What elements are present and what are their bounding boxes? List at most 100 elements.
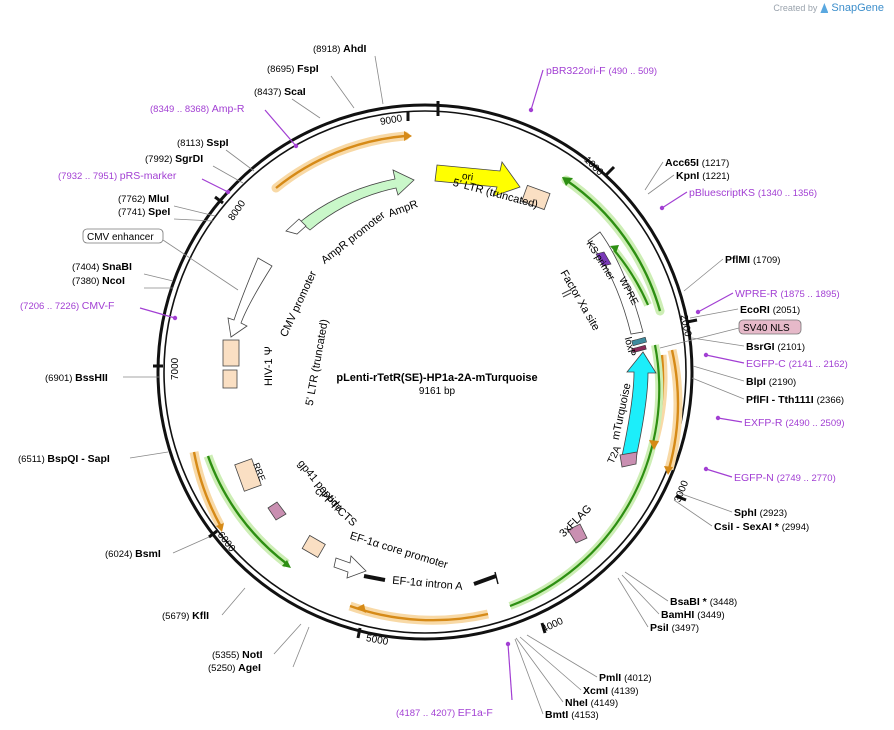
hiv-psi-label: HIV-1 Ψ: [263, 346, 275, 386]
cmv-promoter-label: CMV promoter: [278, 269, 319, 339]
restriction-site-label: (8918) AhdI: [313, 43, 367, 55]
loxp-label: loxP: [622, 336, 638, 358]
primer-range: (4187 .. 4207): [396, 708, 458, 719]
restriction-enzyme-name: PsiI: [650, 622, 672, 634]
site-leader-line: [624, 571, 669, 602]
loxp-site: [631, 336, 647, 347]
restriction-site-position: (6511): [18, 454, 47, 465]
site-leader-line: [330, 75, 355, 109]
tick-mark: [214, 195, 224, 205]
cppt-box: [301, 534, 326, 558]
site-leader-line: [129, 451, 169, 459]
restriction-site-label: (6901) BssHII: [45, 372, 108, 384]
orf-arrowhead: [610, 245, 619, 253]
primer-site-marker: [659, 205, 665, 211]
primer-range: (1875 .. 1895): [781, 289, 840, 300]
primer-label: (8349 .. 8368) Amp-R: [150, 103, 245, 115]
site-leader-line: [691, 337, 745, 347]
tick-label: 3000: [673, 479, 692, 504]
restriction-enzyme-name: KflI: [192, 610, 209, 622]
site-leader-line: [273, 623, 302, 655]
tick-mark: [356, 627, 362, 639]
snapgene-logo-icon: [820, 3, 829, 13]
orf-line: [565, 179, 662, 312]
primer-label: pBluescriptKS (1340 .. 1356): [689, 187, 817, 199]
cmv-enhancer-leader: [162, 239, 239, 291]
primer-site-marker: [703, 352, 709, 358]
restriction-site-label: PflMI (1709): [725, 254, 780, 266]
restriction-enzyme-name: BmtI: [545, 709, 571, 721]
restriction-site-position: (1217): [702, 158, 729, 169]
tick-mark: [686, 318, 698, 324]
restriction-site-position: (3448): [710, 597, 737, 608]
restriction-enzyme-name: SpeI: [148, 206, 170, 218]
restriction-enzyme-name: ScaI: [284, 86, 306, 98]
plasmid-size: 9161 bp: [419, 386, 456, 397]
factor-xa-mark: [561, 289, 571, 295]
primer-label: (7932 .. 7951) pRS-marker: [58, 170, 177, 182]
restriction-site-position: (6901): [45, 373, 75, 384]
primer-leader-line: [530, 69, 544, 111]
restriction-site-label: PmlI (4012): [599, 672, 652, 684]
orf-arrowhead: [282, 560, 291, 568]
orf-line: [192, 451, 222, 526]
restriction-site-layer: (8918) AhdI(8695) FspI(8437) ScaI(8113) …: [18, 43, 844, 721]
restriction-site-position: (8918): [313, 44, 343, 55]
site-leader-line: [221, 587, 246, 616]
restriction-site-label: XcmI (4139): [583, 685, 638, 697]
orf-line: [509, 344, 661, 608]
restriction-site-label: (5679) KflI: [162, 610, 209, 622]
tick-mark: [604, 165, 616, 177]
primer-name: EGFP-C: [746, 358, 789, 370]
orf-line: [613, 249, 650, 306]
orf-arrowhead: [562, 177, 573, 186]
orf-line: [275, 134, 406, 189]
t2a-feature: [619, 451, 638, 468]
primer-leader-line: [139, 307, 176, 319]
restriction-site-position: (4153): [571, 710, 598, 721]
restriction-site-position: (2923): [760, 508, 787, 519]
orf-arrowhead: [404, 131, 412, 141]
primer-name: EXFP-R: [744, 417, 785, 429]
restriction-site-position: (5250): [208, 663, 238, 674]
restriction-enzyme-name: NheI: [565, 697, 591, 709]
attribution: Created by SnapGene: [773, 2, 884, 14]
site-leader-line: [673, 499, 713, 527]
restriction-enzyme-name: AgeI: [238, 662, 261, 674]
flag-feature: [567, 523, 588, 544]
site-leader-line: [689, 308, 739, 319]
primer-name: CMV-F: [82, 300, 115, 312]
primer-name: WPRE-R: [735, 288, 781, 300]
ef1a-core-label: EF-1α core promoter: [348, 530, 449, 571]
primer-leader-line: [705, 468, 733, 478]
restriction-site-label: (5355) NotI: [212, 649, 263, 661]
restriction-site-position: (1221): [702, 171, 729, 182]
restriction-site-position: (7992): [145, 154, 175, 165]
restriction-site-label: (7741) SpeI: [118, 206, 170, 218]
restriction-site-position: (2051): [773, 305, 800, 316]
site-leader-line: [647, 174, 675, 195]
restriction-enzyme-name: XcmI: [583, 685, 611, 697]
ampr-promoter-feature: [285, 218, 307, 235]
restriction-site-position: (8695): [267, 64, 297, 75]
restriction-site-label: BmtI (4153): [545, 709, 599, 721]
ef1a-core-promoter-feature: [333, 555, 367, 579]
restriction-site-position: (3497): [672, 623, 699, 634]
restriction-site-position: (2101): [778, 342, 805, 353]
primer-label: EXFP-R (2490 .. 2509): [744, 417, 845, 429]
ef1a-intron-label: EF-1α intron A: [392, 575, 464, 593]
restriction-site-label: SphI (2923): [734, 507, 787, 519]
restriction-site-label: KpnI (1221): [676, 170, 730, 182]
restriction-enzyme-name: BlpI: [746, 376, 769, 388]
primer-site-marker: [703, 466, 709, 472]
site-leader-line: [291, 98, 321, 119]
restriction-enzyme-name: SphI: [734, 507, 760, 519]
primer-name: EF1a-F: [458, 707, 493, 719]
ltr5-top-box: [521, 184, 551, 211]
restriction-site-position: (5355): [212, 650, 242, 661]
site-leader-line: [526, 634, 598, 678]
factor-xa-label: Factor Xa site: [558, 268, 602, 333]
primer-label: WPRE-R (1875 .. 1895): [735, 288, 840, 300]
ampr-label: AmpR: [387, 198, 420, 220]
orf-arrowhead: [356, 604, 366, 613]
